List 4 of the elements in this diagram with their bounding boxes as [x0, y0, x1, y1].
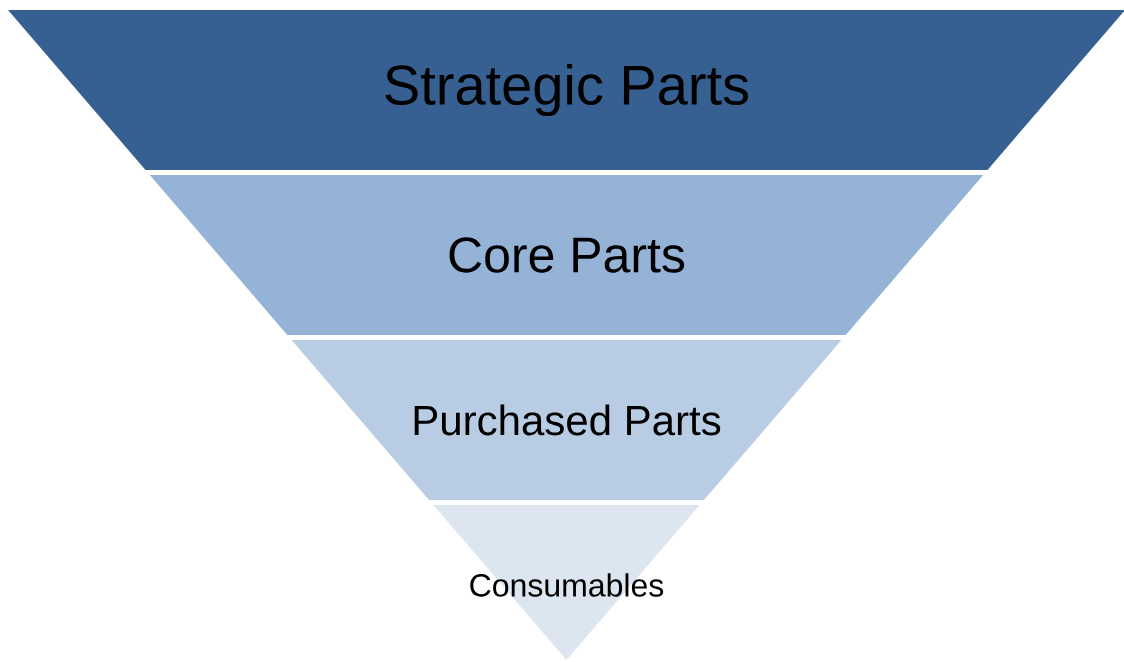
- funnel-band: Consumables: [433, 505, 700, 660]
- funnel-band: Purchased Parts: [291, 340, 842, 500]
- funnel-band: Core Parts: [149, 175, 984, 335]
- funnel-band: Strategic Parts: [8, 10, 1124, 170]
